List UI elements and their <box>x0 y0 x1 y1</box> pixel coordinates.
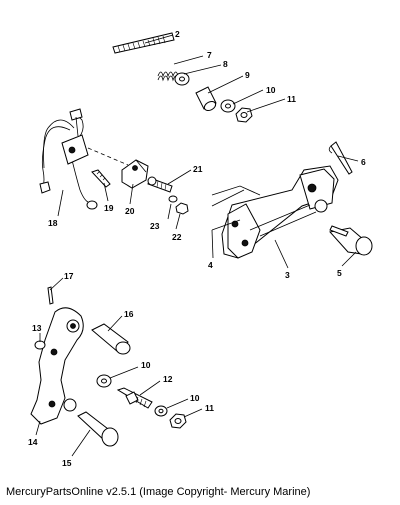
screw-part-21[interactable] <box>147 176 173 193</box>
callout-2: 2 <box>175 29 180 39</box>
throttle-lever-part[interactable] <box>221 165 339 259</box>
sleeve-part[interactable] <box>195 86 217 112</box>
callout-9: 9 <box>245 70 250 80</box>
callout-12: 12 <box>163 374 173 384</box>
washer-part-10-top[interactable] <box>220 99 236 113</box>
link-rod-part[interactable] <box>211 185 261 231</box>
washer-part-10-mid[interactable] <box>96 374 112 388</box>
callout-4: 4 <box>208 260 213 270</box>
locknut-part-11-top[interactable] <box>235 107 253 123</box>
shoulder-bolt-part-15[interactable] <box>77 411 119 447</box>
callout-7: 7 <box>207 50 212 60</box>
stud-part-12[interactable] <box>116 387 153 409</box>
nut-part-22[interactable] <box>175 202 189 215</box>
lower-bracket-part[interactable] <box>30 307 84 425</box>
callout-14: 14 <box>28 437 38 447</box>
washer-part-8[interactable] <box>174 72 190 86</box>
washer-part-10-low[interactable] <box>154 405 168 417</box>
bracket-clip-part[interactable] <box>121 159 149 189</box>
callout-labels: 2 7 8 9 10 11 6 21 19 18 20 23 22 4 3 5 … <box>28 29 366 468</box>
spring-part[interactable] <box>157 71 179 82</box>
callout-20: 20 <box>125 206 135 216</box>
callout-10: 10 <box>266 85 276 95</box>
threaded-stud-part[interactable] <box>112 32 175 54</box>
screw-part-19[interactable] <box>91 169 111 188</box>
callout-10-low: 10 <box>190 393 200 403</box>
pin-part-13[interactable] <box>34 340 46 350</box>
callout-3: 3 <box>285 270 290 280</box>
cotter-pin-part-17[interactable] <box>47 286 54 305</box>
locknut-part-11-low[interactable] <box>169 413 187 429</box>
callout-22: 22 <box>172 232 182 242</box>
callout-8: 8 <box>223 59 228 69</box>
callout-6: 6 <box>361 157 366 167</box>
callout-18: 18 <box>48 218 58 228</box>
callout-13: 13 <box>32 323 42 333</box>
callout-17: 17 <box>64 271 74 281</box>
callout-19: 19 <box>104 203 114 213</box>
washer-part-23[interactable] <box>168 195 178 203</box>
copyright-caption: MercuryPartsOnline v2.5.1 (Image Copyrig… <box>6 486 311 498</box>
callout-5: 5 <box>337 268 342 278</box>
callout-15: 15 <box>62 458 72 468</box>
pivot-pin-part[interactable] <box>91 323 131 355</box>
switch-harness-part[interactable] <box>39 108 98 210</box>
callout-16: 16 <box>124 309 134 319</box>
cotter-pin-part-6[interactable] <box>328 141 353 175</box>
callout-11: 11 <box>287 94 296 104</box>
callout-23: 23 <box>150 221 160 231</box>
leader-lines <box>35 34 359 457</box>
callout-21: 21 <box>193 164 203 174</box>
callout-11-low: 11 <box>205 403 214 413</box>
callout-10-mid: 10 <box>141 360 151 370</box>
shoulder-bolt-part-5[interactable] <box>329 225 373 256</box>
